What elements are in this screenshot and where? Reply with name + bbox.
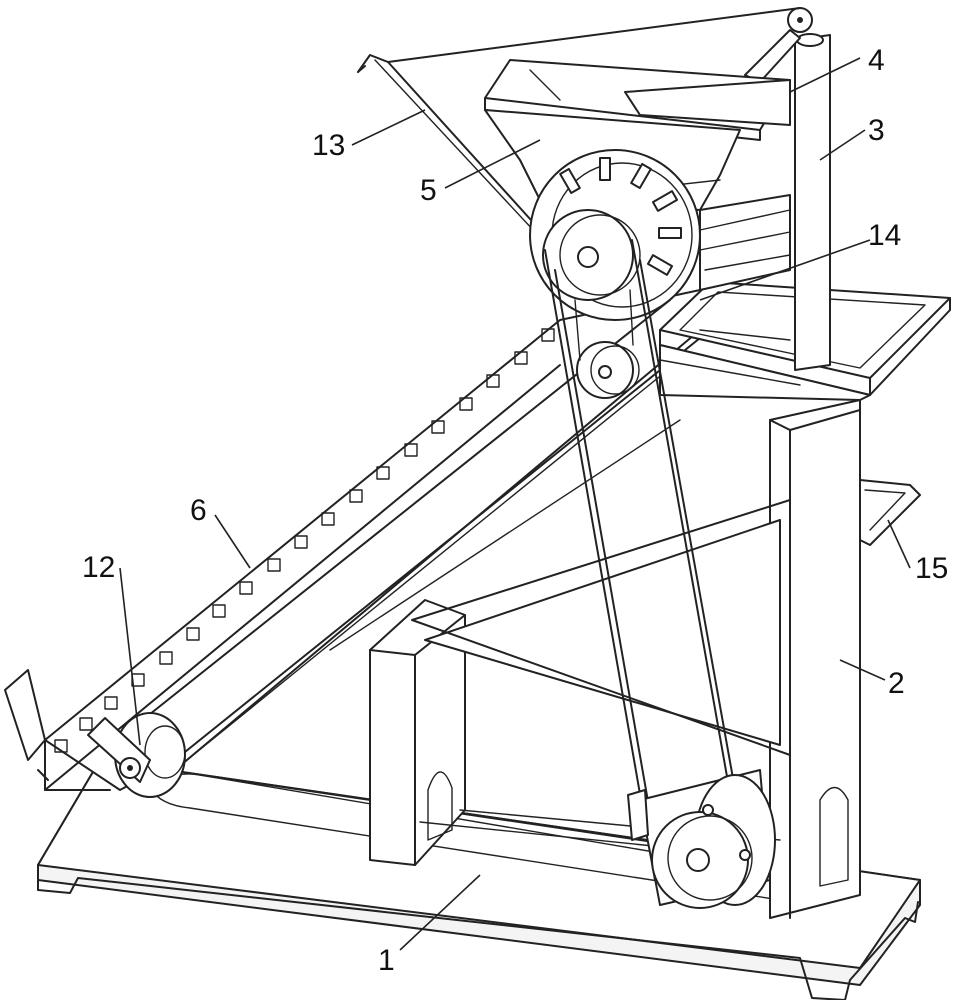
label-5: 5 — [420, 174, 437, 207]
leader-4 — [789, 57, 861, 93]
part-labels: 4 3 14 13 5 6 12 15 2 1 — [82, 44, 948, 977]
label-4: 4 — [868, 44, 885, 77]
leader-2 — [839, 659, 886, 681]
belt-slats — [54, 328, 555, 753]
support-frame — [329, 399, 861, 919]
label-6: 6 — [190, 494, 207, 527]
leader-lines — [119, 57, 911, 951]
leader-6 — [214, 514, 251, 569]
label-15: 15 — [915, 552, 948, 585]
label-3: 3 — [868, 114, 885, 147]
rotor-teeth — [559, 157, 682, 276]
side-tray — [859, 479, 921, 546]
leader-12 — [119, 567, 141, 746]
label-12: 12 — [82, 551, 115, 584]
leader-15 — [887, 519, 911, 569]
label-13: 13 — [312, 129, 345, 162]
leader-13 — [351, 109, 426, 146]
label-1: 1 — [378, 944, 395, 977]
pull-rope — [357, 7, 801, 233]
motor-assembly — [627, 769, 776, 909]
leader-14 — [699, 239, 871, 301]
label-2: 2 — [888, 667, 905, 700]
leader-1 — [399, 874, 481, 951]
drive-belts — [544, 239, 749, 881]
leader-5 — [444, 139, 541, 189]
upright-post — [744, 7, 831, 371]
leader-3 — [819, 129, 866, 161]
rotor-wheel — [529, 149, 701, 399]
label-14: 14 — [868, 219, 901, 252]
feed-hopper — [484, 59, 791, 141]
